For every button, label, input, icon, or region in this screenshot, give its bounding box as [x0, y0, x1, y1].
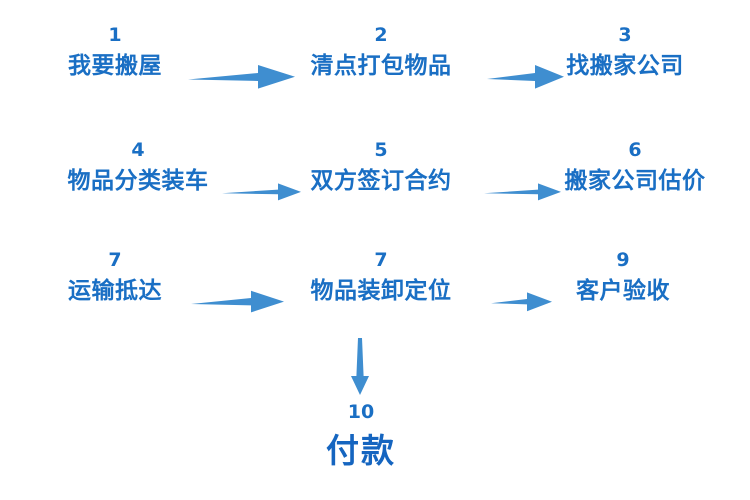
step-label-5: 双方签订合约 [310, 168, 452, 194]
arrow-8-to-10 [345, 338, 375, 396]
arrow-1-to-2 [188, 62, 296, 92]
step-label-8: 物品装卸定位 [310, 278, 452, 304]
step-number-6: 6 [628, 139, 642, 161]
step-node-6[interactable]: 6 搬家公司估价 [565, 141, 706, 195]
step-label-6: 搬家公司估价 [564, 168, 706, 194]
step-number-8: 7 [374, 249, 388, 271]
step-label-3: 找搬家公司 [566, 53, 684, 79]
step-number-3: 3 [618, 24, 632, 46]
step-node-2[interactable]: 2 清点打包物品 [311, 26, 452, 80]
step-node-9[interactable]: 9 客户验收 [576, 251, 670, 305]
step-node-3[interactable]: 3 找搬家公司 [566, 26, 684, 80]
step-label-1: 我要搬屋 [68, 53, 162, 79]
step-label-2: 清点打包物品 [310, 53, 452, 79]
step-label-7: 运输抵达 [68, 278, 162, 304]
step-number-2: 2 [374, 24, 388, 46]
step-label-4: 物品分类装车 [67, 168, 209, 194]
step-number-5: 5 [374, 139, 388, 161]
step-node-10[interactable]: 10 付款 [326, 403, 396, 470]
arrow-7-to-8 [191, 288, 285, 316]
step-label-10: 付款 [326, 431, 396, 470]
arrow-5-to-6 [484, 181, 562, 203]
step-node-7[interactable]: 7 运输抵达 [68, 251, 162, 305]
step-node-5[interactable]: 5 双方签订合约 [311, 141, 452, 195]
step-number-1: 1 [108, 24, 122, 46]
step-node-4[interactable]: 4 物品分类装车 [68, 141, 209, 195]
step-number-4: 4 [131, 139, 145, 161]
step-node-1[interactable]: 1 我要搬屋 [68, 26, 162, 80]
arrow-2-to-3 [487, 62, 565, 92]
step-node-8[interactable]: 7 物品装卸定位 [311, 251, 452, 305]
step-number-10: 10 [347, 401, 375, 423]
arrow-8-to-9 [491, 290, 553, 314]
arrow-4-to-5 [222, 181, 302, 203]
step-number-7: 7 [108, 249, 122, 271]
step-label-9: 客户验收 [576, 278, 670, 304]
step-number-9: 9 [616, 249, 630, 271]
